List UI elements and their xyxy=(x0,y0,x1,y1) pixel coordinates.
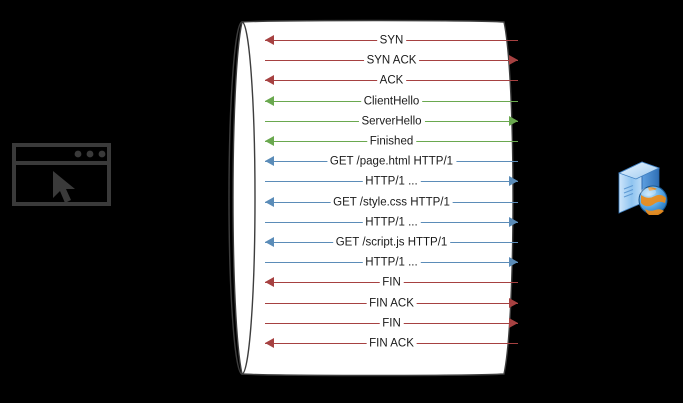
message-label: FIN xyxy=(379,317,404,331)
arrow-head-icon xyxy=(265,75,274,86)
arrow-head-icon xyxy=(265,196,274,207)
message-row: FIN ACK xyxy=(265,294,518,314)
message-label: GET /page.html HTTP/1 xyxy=(326,155,457,169)
message-label: SYN ACK xyxy=(363,54,420,68)
message-label: FIN xyxy=(379,276,404,290)
message-row: HTTP/1 ... xyxy=(265,213,518,233)
message-row: FIN xyxy=(265,314,518,334)
message-row: FIN xyxy=(265,273,518,293)
message-row: Finished xyxy=(265,132,518,152)
message-row: GET /page.html HTTP/1 xyxy=(265,152,518,172)
arrow-head-icon xyxy=(265,95,274,106)
message-row: HTTP/1 ... xyxy=(265,253,518,273)
message-row: GET /script.js HTTP/1 xyxy=(265,233,518,253)
message-label: HTTP/1 ... xyxy=(362,216,421,230)
message-label: GET /style.css HTTP/1 xyxy=(330,196,453,210)
arrow-head-icon xyxy=(509,55,518,66)
message-label: ClientHello xyxy=(360,95,423,109)
message-label: FIN ACK xyxy=(366,297,417,311)
arrow-head-icon xyxy=(509,297,518,308)
message-row: ACK xyxy=(265,71,518,91)
window-dot-icon xyxy=(74,150,82,158)
arrow-head-icon xyxy=(265,136,274,146)
message-label: GET /script.js HTTP/1 xyxy=(332,236,451,250)
arrow-head-icon xyxy=(509,115,518,126)
arrow-head-icon xyxy=(265,338,274,348)
window-dot-icon xyxy=(98,150,106,158)
message-row: SYN ACK xyxy=(265,51,518,71)
server-globe-icon xyxy=(614,159,671,215)
message-label: HTTP/1 ... xyxy=(362,175,421,189)
message-row: HTTP/1 ... xyxy=(265,172,518,192)
message-label: ServerHello xyxy=(358,115,425,129)
arrow-head-icon xyxy=(509,176,518,187)
message-label: HTTP/1 ... xyxy=(362,256,421,270)
browser-window-icon xyxy=(12,143,111,206)
arrow-head-icon xyxy=(265,156,274,167)
message-label: ACK xyxy=(376,74,407,88)
arrow-head-icon xyxy=(265,237,274,247)
message-row: GET /style.css HTTP/1 xyxy=(265,193,518,213)
arrow-cursor-icon xyxy=(53,171,75,203)
arrow-head-icon xyxy=(509,216,518,227)
message-label: FIN ACK xyxy=(366,337,417,351)
message-label: SYN xyxy=(376,34,407,48)
arrow-head-icon xyxy=(509,317,518,328)
message-row: FIN ACK xyxy=(265,334,518,354)
message-label: Finished xyxy=(366,135,417,149)
window-dot-icon xyxy=(86,150,94,158)
message-row: ClientHello xyxy=(265,92,518,112)
message-row: SYN xyxy=(265,31,518,51)
arrow-head-icon xyxy=(509,257,518,268)
arrow-head-icon xyxy=(265,277,274,288)
arrow-head-icon xyxy=(265,35,274,45)
message-row: ServerHello xyxy=(265,112,518,132)
